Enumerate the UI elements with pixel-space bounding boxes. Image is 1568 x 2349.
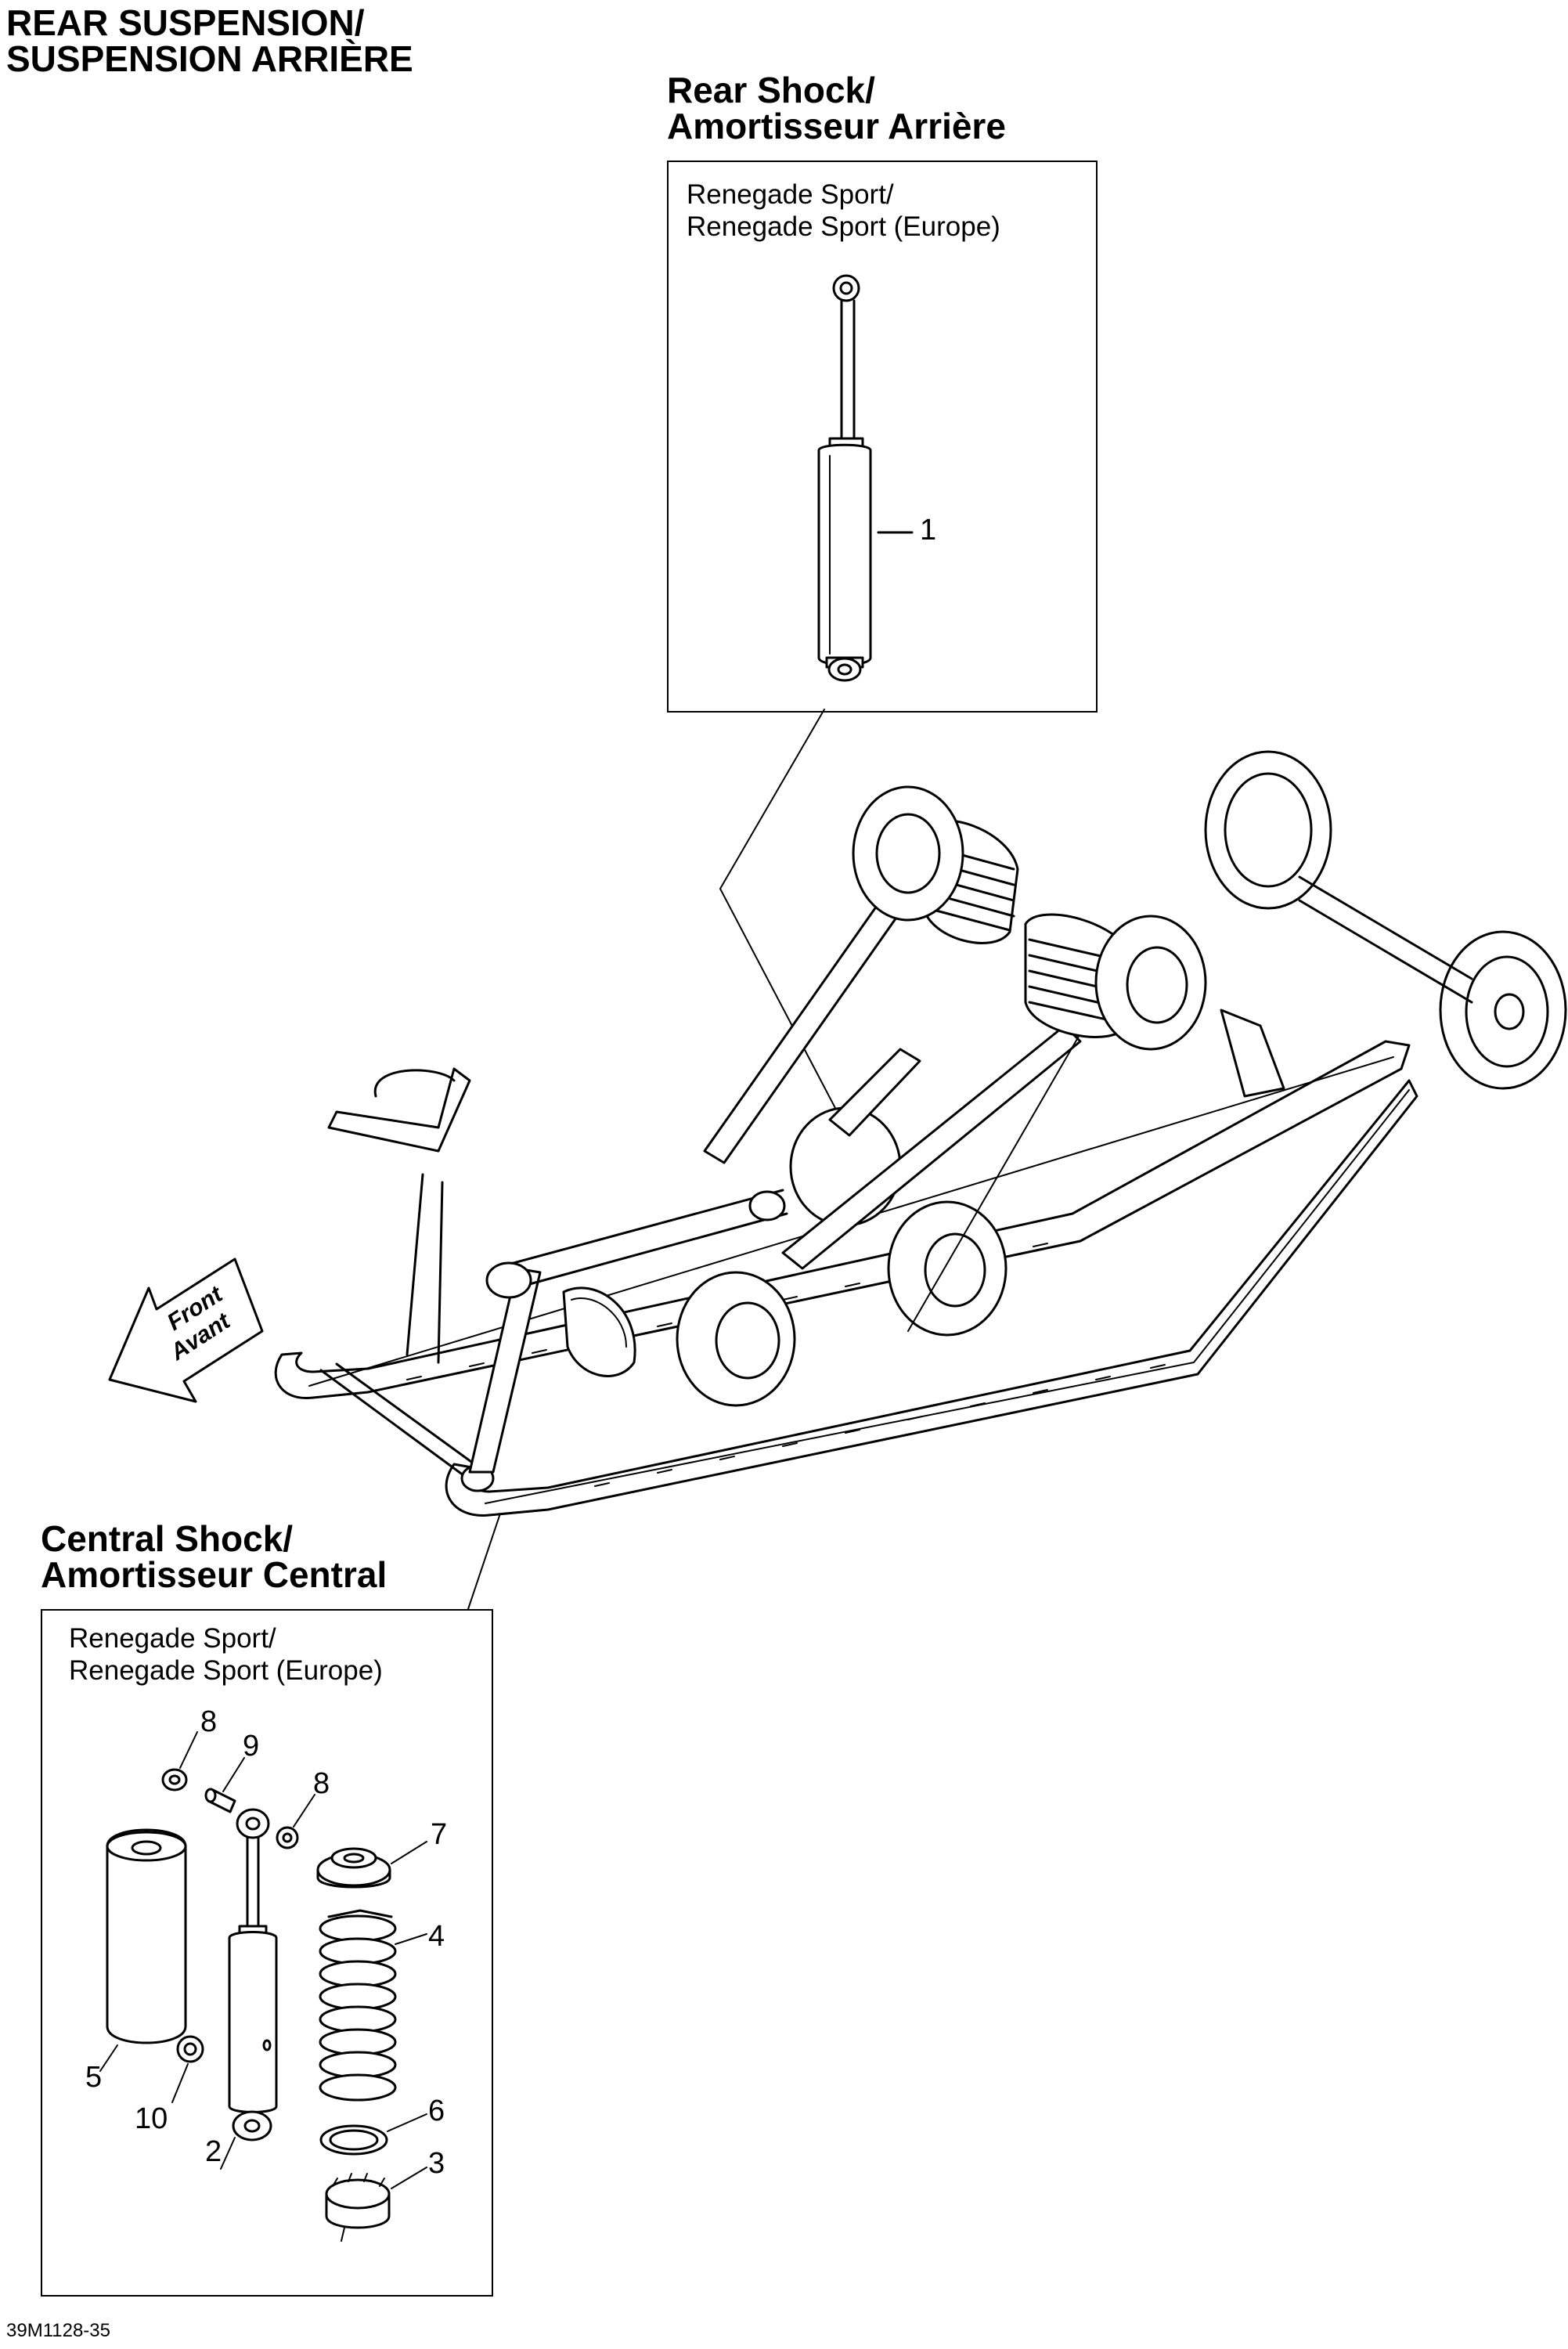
central-shock-connector: [467, 1510, 502, 1610]
callout-6: 6: [428, 2095, 445, 2127]
figure-code: 39M1128-35: [6, 2320, 110, 2341]
callout-8-lower: 8: [313, 1767, 330, 1800]
page-title-line-2: SUSPENSION ARRIÈRE: [6, 38, 413, 79]
rear-shock-variant-line-1: Renegade Sport/: [687, 179, 894, 210]
leader-callout-4: [395, 1933, 427, 1945]
bushing-part-10: [176, 2035, 204, 2063]
bushing-part-8-lower: [276, 1826, 299, 1849]
page-title-line-1: REAR SUSPENSION/: [6, 2, 365, 43]
spring-seat-part-7: [316, 1847, 391, 1889]
callout-5: 5: [85, 2061, 103, 2094]
washer-part-6: [319, 2124, 388, 2156]
boot-part-5: [106, 1828, 187, 2044]
central-shock-variant-line-2: Renegade Sport (Europe): [69, 1655, 383, 1687]
central-shock-variant-line-1: Renegade Sport/: [69, 1623, 276, 1654]
leader-callout-2: [220, 2137, 236, 2170]
central-shock-title-line-2: Amortisseur Central: [41, 1554, 387, 1595]
central-shock-variant-label: Renegade Sport/ Renegade Sport (Europe): [69, 1622, 383, 1687]
front-direction-arrow: [108, 1257, 264, 1403]
central-shock-title-line-1: Central Shock/: [41, 1518, 294, 1559]
rear-suspension-assembly: [274, 750, 1567, 1517]
leader-callout-7: [391, 1841, 427, 1864]
callout-9: 9: [243, 1730, 260, 1763]
callout-3: 3: [428, 2147, 445, 2180]
leader-callout-9: [222, 1757, 245, 1792]
rear-shock-connector: [719, 709, 862, 1158]
rear-shock-variant-line-2: Renegade Sport (Europe): [687, 211, 1000, 243]
bushing-part-8-upper: [161, 1768, 188, 1792]
rear-shock-title-line-2: Amortisseur Arrière: [667, 106, 1006, 146]
pin-part-9: [204, 1788, 236, 1813]
leader-callout-3: [391, 2167, 427, 2189]
callout-10: 10: [135, 2102, 168, 2135]
spring-part-4: [319, 1909, 397, 2102]
rear-shock-title: Rear Shock/ Amortisseur Arrière: [667, 72, 1006, 144]
callout-2: 2: [205, 2135, 222, 2168]
central-shock-body-part-2: [228, 1808, 278, 2142]
leader-callout-5: [99, 2044, 118, 2072]
rear-shock-detail-box: [667, 161, 1098, 713]
callout-7: 7: [431, 1818, 448, 1851]
central-shock-title: Central Shock/ Amortisseur Central: [41, 1521, 387, 1593]
leader-callout-6: [387, 2113, 427, 2132]
leader-callout-10: [171, 2063, 189, 2103]
leader-callout-8-lower: [293, 1794, 315, 1828]
adjuster-ring-part-3: [325, 2173, 391, 2242]
page-title: REAR SUSPENSION/ SUSPENSION ARRIÈRE: [6, 5, 413, 77]
rear-shock-part-1: [817, 274, 872, 682]
rear-shock-variant-label: Renegade Sport/ Renegade Sport (Europe): [687, 179, 1000, 244]
rear-shock-title-line-1: Rear Shock/: [667, 70, 875, 110]
callout-4: 4: [428, 1920, 445, 1953]
callout-1: 1: [920, 514, 937, 547]
callout-8-upper: 8: [200, 1705, 218, 1738]
leader-callout-8-upper: [179, 1731, 198, 1769]
